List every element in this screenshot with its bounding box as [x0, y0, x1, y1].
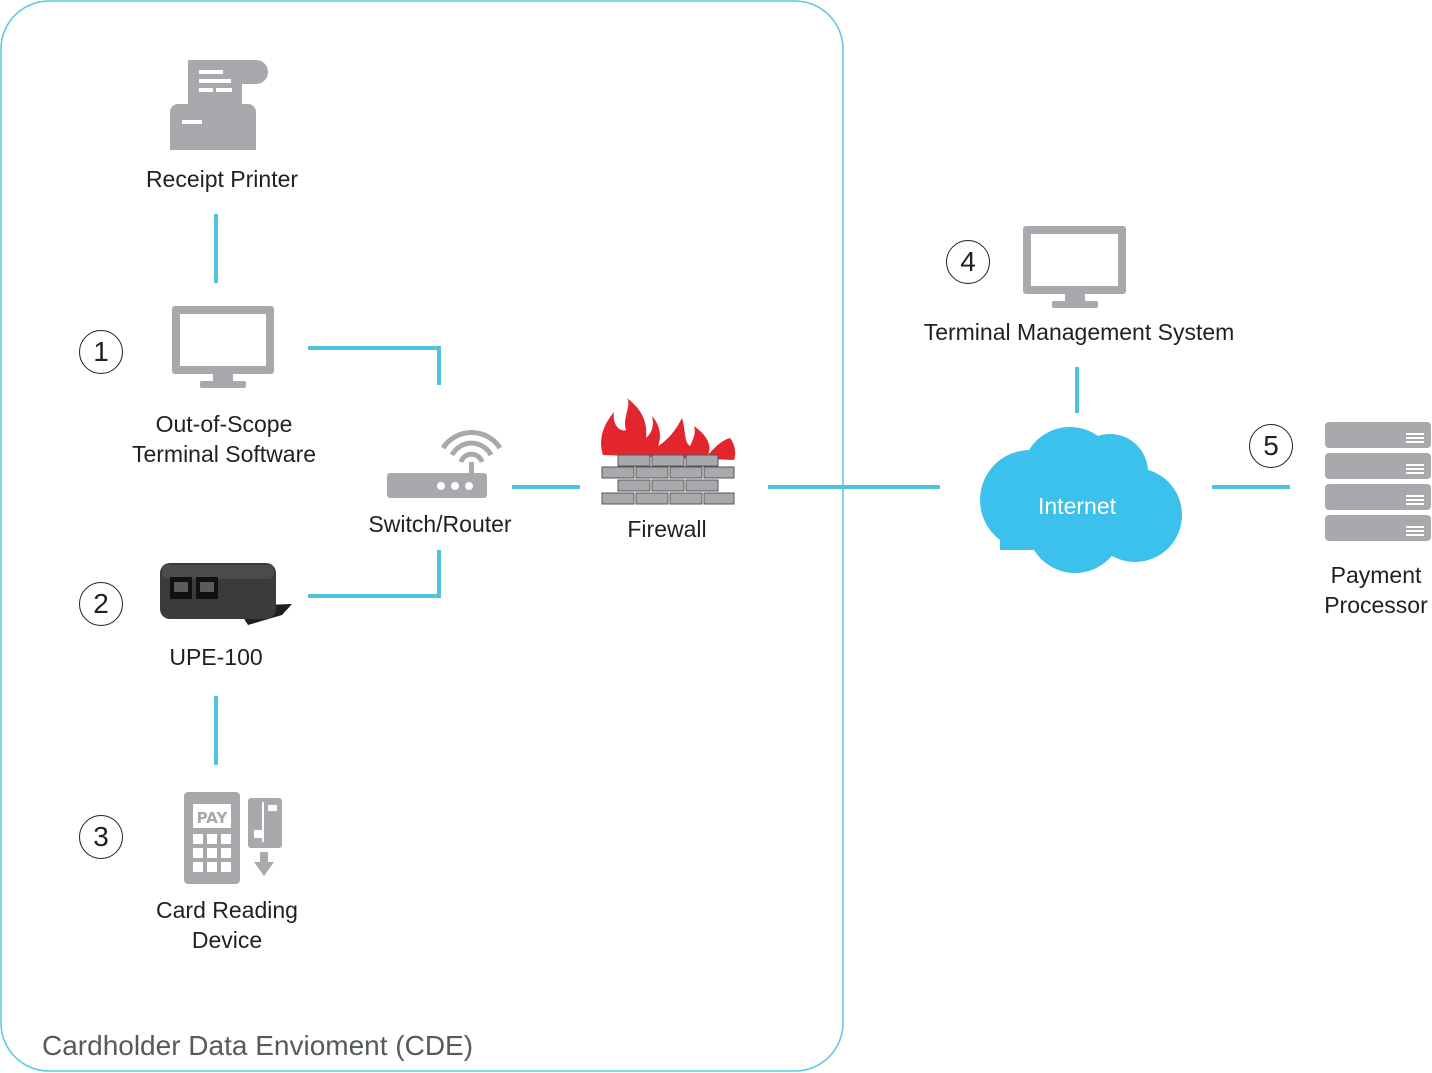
server-icon	[1325, 422, 1431, 541]
payment-processor-label: Payment Processor	[1316, 560, 1432, 620]
terminal-software-label-line2: Terminal Software	[131, 441, 317, 467]
router-icon	[387, 430, 503, 498]
receipt-printer-label: Receipt Printer	[145, 166, 299, 192]
card-reader-icon: PAY	[184, 792, 282, 884]
connectors	[214, 214, 1290, 765]
monitor-icon	[172, 306, 274, 388]
cloud-icon	[980, 427, 1182, 573]
connector-software-router	[308, 346, 441, 385]
internet-label: Internet	[1038, 493, 1116, 519]
switch-router-label: Switch/Router	[368, 511, 512, 537]
cde-title: Cardholder Data Envioment (CDE)	[42, 1030, 474, 1061]
step-number-5: 5	[1249, 424, 1293, 468]
upe-label: UPE-100	[169, 644, 263, 670]
firewall-icon	[601, 398, 736, 505]
tms-label: Terminal Management System	[923, 319, 1235, 345]
card-reader-label: Card Reading Device	[127, 895, 327, 955]
connector-upe-router	[308, 550, 441, 598]
card-reader-label-line2: Device	[191, 927, 263, 953]
payment-processor-label-line2: Processor	[1324, 592, 1428, 618]
cde-boundary	[0, 0, 844, 1072]
svg-text:PAY: PAY	[197, 809, 229, 827]
monitor-icon	[1023, 226, 1126, 308]
upe-device-icon	[160, 563, 292, 625]
step-number-4: 4	[946, 240, 990, 284]
terminal-software-label: Out-of-Scope Terminal Software	[104, 409, 344, 469]
step-number-2: 2	[79, 582, 123, 626]
printer-icon	[170, 60, 268, 150]
step-number-1: 1	[79, 330, 123, 374]
step-number-3: 3	[79, 815, 123, 859]
payment-processor-label-line1: Payment	[1330, 562, 1422, 588]
firewall-label: Firewall	[627, 516, 707, 542]
terminal-software-label-line1: Out-of-Scope	[155, 411, 293, 437]
card-reader-label-line1: Card Reading	[156, 897, 298, 923]
